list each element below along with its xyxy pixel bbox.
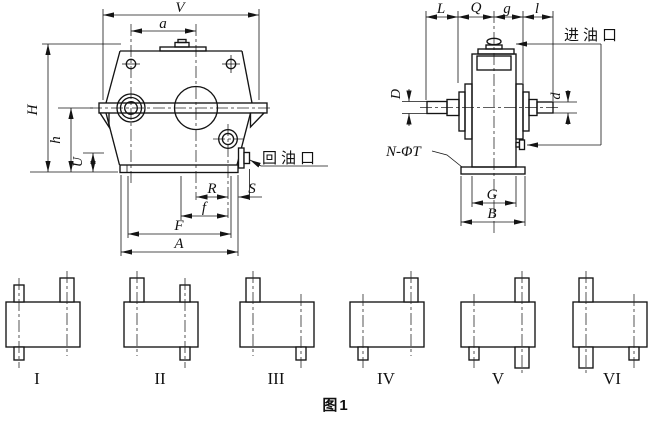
dim-label-f: f: [202, 200, 208, 216]
figure-caption: 图1: [322, 397, 349, 414]
variant-4: IV: [349, 271, 425, 388]
input-shaft: [426, 100, 448, 115]
variant-6-label: VI: [603, 369, 621, 388]
dim-label-B: B: [487, 206, 496, 222]
small-boss: [218, 129, 238, 149]
inspection-window: [476, 55, 512, 71]
dim-label-G: G: [487, 187, 498, 203]
dim-label-A: A: [173, 236, 184, 252]
output-shaft: [536, 101, 554, 114]
dim-D: D: [389, 89, 428, 126]
variant-1-label: I: [34, 369, 40, 388]
variant-3-label: III: [268, 369, 285, 388]
base-flange: [460, 166, 526, 175]
dim-label-U: U: [71, 156, 86, 167]
dim-label-H: H: [25, 103, 41, 116]
dim-label-V: V: [175, 0, 186, 16]
front-housing-outline: [98, 38, 268, 174]
oil-inlet-callout: 进油口: [516, 27, 621, 148]
side-plug: [515, 139, 526, 151]
dim-label-S: S: [248, 181, 256, 197]
side-dimensions-bottom: G B: [460, 176, 526, 226]
front-view: V a H h U R: [25, 0, 328, 256]
gear-boss: [173, 85, 219, 131]
dim-label-D: D: [389, 89, 404, 100]
dim-label-L: L: [436, 1, 445, 17]
variant-3: III: [239, 271, 315, 388]
dim-label-F: F: [173, 218, 184, 234]
variant-2: II: [123, 271, 199, 388]
oil-return-label: 回油口: [262, 150, 319, 167]
assembly-variants: I II III IV V VI: [5, 271, 648, 388]
dim-label-d: d: [549, 92, 564, 100]
oil-return-plug: [237, 147, 251, 169]
side-housing-outline: [426, 37, 554, 175]
dim-label-g: g: [503, 1, 511, 17]
variant-1: I: [5, 271, 81, 388]
front-dimensions: V a H h U R: [25, 0, 262, 256]
dim-label-h: h: [48, 136, 64, 144]
variant-4-label: IV: [377, 369, 396, 388]
variant-5: V: [460, 271, 536, 388]
dim-label-Q: Q: [471, 0, 482, 16]
variant-5-label: V: [492, 369, 505, 388]
oil-inlet-label: 进油口: [564, 27, 621, 44]
variant-6: VI: [572, 271, 648, 388]
dim-label-R: R: [206, 181, 216, 197]
oil-return-callout: 回油口: [249, 150, 328, 168]
variant-2-label: II: [154, 369, 166, 388]
dim-label-a: a: [159, 16, 167, 32]
side-view: L Q g l 进油口 D d: [385, 0, 621, 233]
mounting-holes-callout: N-ΦT: [385, 144, 463, 168]
dim-label-l: l: [535, 1, 539, 17]
mounting-holes-label: N-ΦT: [385, 144, 422, 160]
side-dimensions-top: L Q g l: [425, 0, 554, 101]
input-bearing-boss: [116, 93, 146, 123]
dim-d: d: [549, 90, 577, 125]
